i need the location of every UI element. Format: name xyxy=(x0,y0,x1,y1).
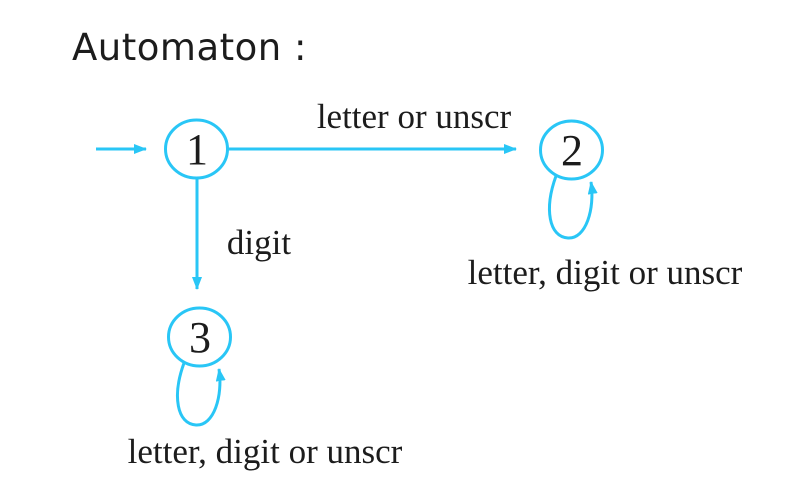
state-2-loop-label: letter, digit or unscr xyxy=(468,253,743,292)
state-3-loop-label: letter, digit or unscr xyxy=(128,432,403,471)
state-2-circle xyxy=(539,119,604,181)
transition-1-2-label: letter or unscr xyxy=(317,97,512,136)
state-1-circle xyxy=(164,118,229,180)
state-3-label: 3 xyxy=(189,313,211,362)
transition-1-3-label: digit xyxy=(227,223,291,262)
state-3-self-loop xyxy=(176,362,226,427)
state-2-label: 2 xyxy=(561,126,583,175)
state-2-self-loop xyxy=(548,175,598,240)
state-1-label: 1 xyxy=(186,125,208,174)
state-3-circle xyxy=(167,306,232,368)
page-title: Automaton : xyxy=(72,26,307,69)
